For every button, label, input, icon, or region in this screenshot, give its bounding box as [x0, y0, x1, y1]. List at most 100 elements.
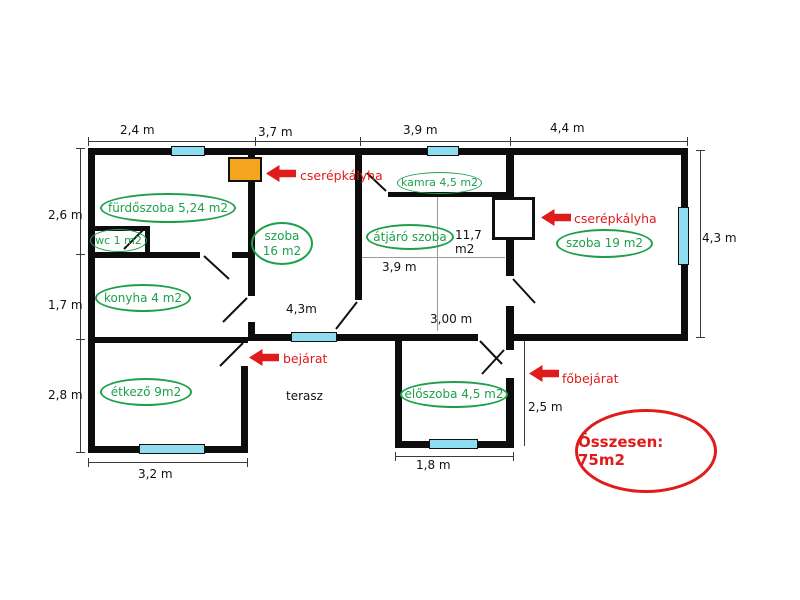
room-label-kamra-text: kamra 4,5 m2 [400, 176, 479, 190]
dim-top-2: 3,7 m [258, 125, 293, 139]
wall-eloszoba-right-upper [506, 341, 514, 350]
room-label-kamra: kamra 4,5 m2 [397, 172, 482, 194]
room-label-atjaro: átjáró szoba [366, 224, 454, 250]
wall-right-outer-lower [681, 263, 688, 341]
wall-bottom-main-4 [506, 334, 688, 341]
wall-eloszoba-bottom-2 [478, 441, 514, 448]
window-szoba16 [291, 332, 337, 342]
dim-tick [687, 137, 688, 146]
tile-stove-top [228, 157, 262, 182]
dim-tick [255, 137, 256, 146]
arrow-icon-main-entrance [529, 365, 559, 382]
room-label-szoba19: szoba 19 m2 [556, 229, 653, 258]
dim-tick [76, 254, 85, 255]
window-etkezo [139, 444, 205, 454]
door-szoba16 [335, 301, 358, 330]
dim-left-1: 2,6 m [48, 208, 83, 222]
dim-tick [395, 452, 396, 461]
door-szoba19 [512, 278, 536, 304]
label-atjaro-width: 3,9 m [382, 260, 417, 274]
bottom-center-dimension-line [395, 456, 514, 457]
dim-tick [76, 452, 85, 453]
room-label-furdoszoba-text: fürdőszoba 5,24 m2 [107, 200, 229, 215]
room-label-etkezo-text: étkező 9m2 [110, 384, 182, 399]
room-label-szoba16: szoba 16 m2 [251, 222, 313, 265]
total-area-text: Összesen: 75m2 [578, 433, 664, 469]
dim-tick [76, 148, 85, 149]
label-atjaro-depth: 3,00 m [430, 312, 473, 326]
room-label-wc: wc 1 m2 [90, 229, 147, 252]
dim-tick [510, 137, 511, 146]
wall-bottom-main-1 [248, 334, 292, 341]
annotation-main-entrance: főbejárat [562, 371, 619, 386]
wall-etkezo-bottom-2 [205, 446, 248, 453]
wall-furdo-konyha-2 [232, 252, 255, 258]
tile-stove-right [492, 197, 535, 240]
room-label-eloszoba: előszoba 4,5 m2 [400, 381, 508, 408]
room-label-szoba19-text: szoba 19 m2 [565, 236, 644, 251]
wall-konyha-etkezo [88, 337, 248, 343]
door-furdoszoba [203, 255, 230, 280]
wall-bottom-main-2 [337, 334, 362, 341]
room-label-szoba16-text: szoba 16 m2 [262, 229, 302, 258]
wall-etkezo-right [241, 366, 248, 453]
room-label-konyha-text: konyha 4 m2 [103, 290, 183, 305]
room-label-etkezo: étkező 9m2 [100, 378, 192, 406]
dim-bottom-1: 3,2 m [138, 467, 173, 481]
door-konyha [222, 297, 248, 323]
dim-left-2: 1,7 m [48, 298, 83, 312]
dim-top-1: 2,4 m [120, 123, 155, 137]
dim-top-4: 4,4 m [550, 121, 585, 135]
wall-kamra-bottom [388, 192, 513, 197]
wall-eloszoba-right-lower [506, 378, 514, 448]
wall-szoba16-atjaro [355, 148, 362, 300]
wall-top-outer [88, 148, 688, 155]
wall-center-left-lower [248, 322, 255, 341]
dim-right-1: 4,3 m [702, 231, 737, 245]
room-label-eloszoba-text: előszoba 4,5 m2 [404, 387, 504, 402]
wall-wc-right [145, 226, 150, 257]
room-label-furdoszoba: fürdőszoba 5,24 m2 [100, 193, 236, 223]
window-kamra [427, 146, 459, 156]
atjaro-horizontal-measure-line [362, 257, 505, 258]
dim-bottom-2: 1,8 m [416, 458, 451, 472]
label-atjaro-area: 11,7 m2 [455, 228, 482, 256]
wall-bottom-main-3 [362, 334, 478, 341]
wall-etkezo-bottom-1 [88, 446, 140, 453]
window-eloszoba [429, 439, 478, 449]
label-szoba16-dim: 4,3m [286, 302, 317, 316]
dim-tick [696, 337, 705, 338]
wall-atjaro-szoba19-lower [506, 306, 514, 341]
annotation-entrance: bejárat [283, 351, 328, 366]
window-furdoszoba [171, 146, 205, 156]
wall-eloszoba-bottom-1 [395, 441, 430, 448]
window-szoba19 [678, 207, 689, 265]
eloszoba-dimension-line [524, 340, 525, 446]
dim-tick [88, 458, 89, 467]
left-dimension-line [80, 148, 81, 453]
room-label-wc-text: wc 1 m2 [95, 233, 142, 247]
top-dimension-line [88, 141, 688, 142]
door-bejarat [219, 342, 244, 367]
dim-tick [513, 452, 514, 461]
wall-center-left-upper [248, 148, 255, 296]
room-label-atjaro-text: átjáró szoba [373, 229, 447, 244]
dim-left-3: 2,8 m [48, 388, 83, 402]
wall-left-outer [88, 148, 95, 453]
bottom-left-dimension-line [88, 462, 248, 463]
arrow-icon-stove-right [541, 209, 571, 226]
annotation-stove-top: cserépkályha [300, 168, 383, 183]
dim-tick [88, 137, 89, 146]
dim-tick [76, 339, 85, 340]
atjaro-vertical-measure-line [437, 197, 438, 331]
dim-tick [247, 458, 248, 467]
right-dimension-line [700, 150, 701, 338]
door-fobejarat [481, 349, 505, 375]
annotation-stove-right: cserépkályha [574, 211, 657, 226]
dim-top-3: 3,9 m [403, 123, 438, 137]
room-label-konyha: konyha 4 m2 [95, 284, 191, 312]
arrow-icon-stove-top [266, 165, 296, 182]
total-area-badge: Összesen: 75m2 [575, 409, 717, 493]
wall-furdo-konyha-1 [88, 252, 200, 258]
